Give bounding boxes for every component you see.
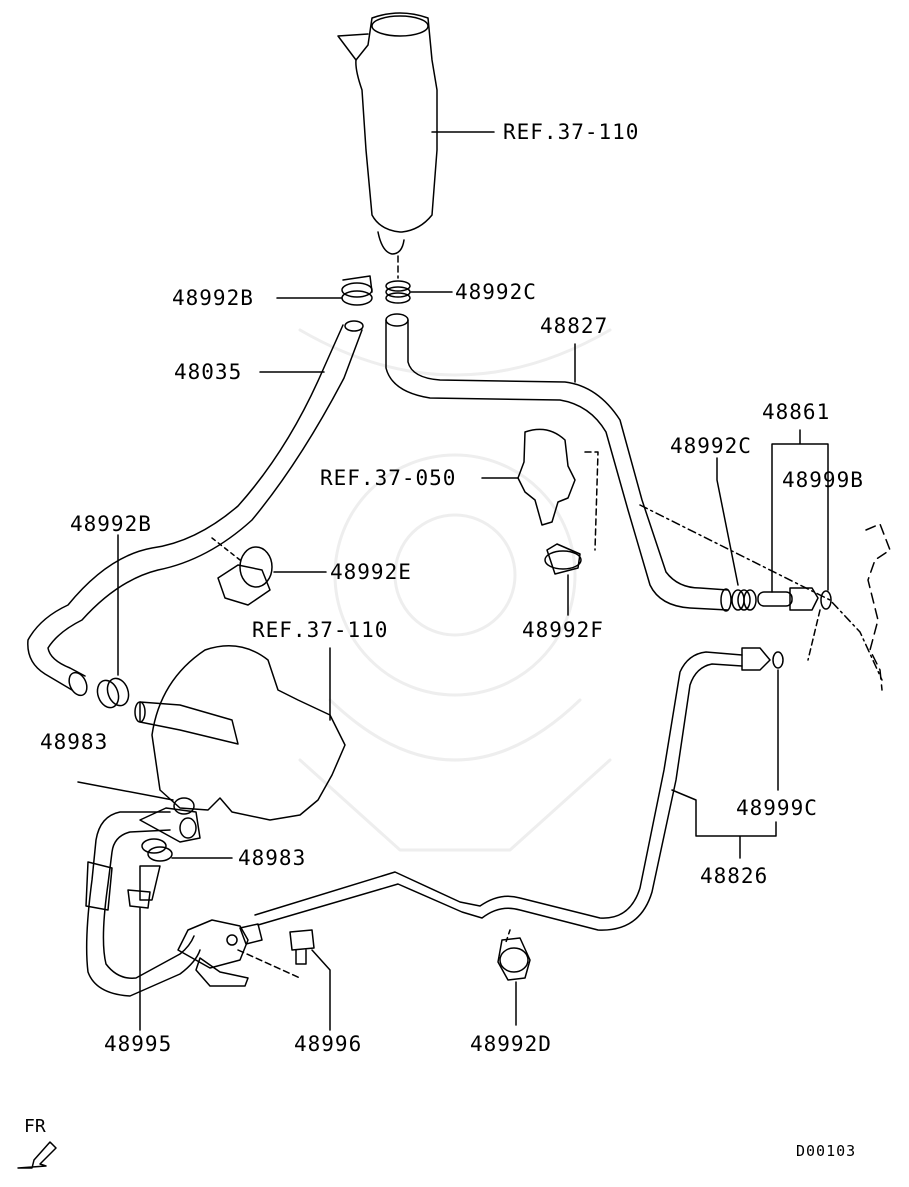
clamp-48992b-left bbox=[96, 534, 130, 709]
label-ref-pump-bracket: REF.37-050 bbox=[320, 466, 457, 490]
tube-48826 bbox=[254, 647, 784, 931]
label-pressure-tube: 48826 bbox=[700, 864, 769, 888]
eye-bolt-48995 bbox=[127, 865, 161, 1031]
label-hose-return: 48827 bbox=[540, 314, 609, 338]
reservoir bbox=[337, 12, 495, 255]
clamp-48992c-right bbox=[716, 457, 757, 611]
front-direction-label: FR bbox=[24, 1116, 46, 1137]
label-oring-c: 48999C bbox=[736, 796, 818, 820]
clamp-48992d bbox=[497, 929, 531, 1026]
gasket-48983-lower bbox=[141, 838, 233, 862]
label-clamp-c-top: 48992C bbox=[455, 280, 537, 304]
label-union-group: 48861 bbox=[762, 400, 831, 424]
label-clamp-f: 48992F bbox=[522, 618, 604, 642]
label-hose-suction: 48035 bbox=[174, 360, 243, 384]
label-clamp-b-top: 48992B bbox=[172, 286, 254, 310]
label-clamp-d: 48992D bbox=[470, 1032, 552, 1056]
bolt-48996 bbox=[237, 929, 331, 1031]
hose-48827 bbox=[385, 313, 732, 612]
diagram-code: D00103 bbox=[796, 1142, 857, 1160]
hose-lower-left bbox=[85, 807, 201, 997]
label-eye-bolt: 48995 bbox=[104, 1032, 173, 1056]
pressure-fitting bbox=[177, 919, 263, 987]
hose-48035 bbox=[27, 320, 364, 697]
label-gasket-lower: 48983 bbox=[238, 846, 307, 870]
label-clamp-e: 48992E bbox=[330, 560, 412, 584]
label-oring-b: 48999B bbox=[782, 468, 864, 492]
clamp-48992f bbox=[544, 543, 582, 616]
union-48861 bbox=[757, 429, 832, 611]
label-ref-pump: REF.37-110 bbox=[252, 618, 389, 642]
label-clamp-b-left: 48992B bbox=[70, 512, 152, 536]
front-direction-arrow bbox=[17, 1141, 57, 1169]
clamp-48992c-top bbox=[385, 255, 453, 304]
label-gasket-upper: 48983 bbox=[40, 730, 109, 754]
pump-bracket bbox=[481, 428, 599, 551]
pump-body bbox=[134, 645, 346, 821]
label-ref-reservoir: REF.37-110 bbox=[503, 120, 640, 144]
watermark-emblem bbox=[298, 328, 612, 852]
gasket-48983-upper bbox=[77, 781, 195, 815]
label-bolt: 48996 bbox=[294, 1032, 363, 1056]
label-clamp-c-right: 48992C bbox=[670, 434, 752, 458]
clamp-48992e bbox=[211, 537, 327, 606]
clamp-48992b-top bbox=[276, 275, 373, 306]
gearbox-outline bbox=[639, 504, 891, 691]
